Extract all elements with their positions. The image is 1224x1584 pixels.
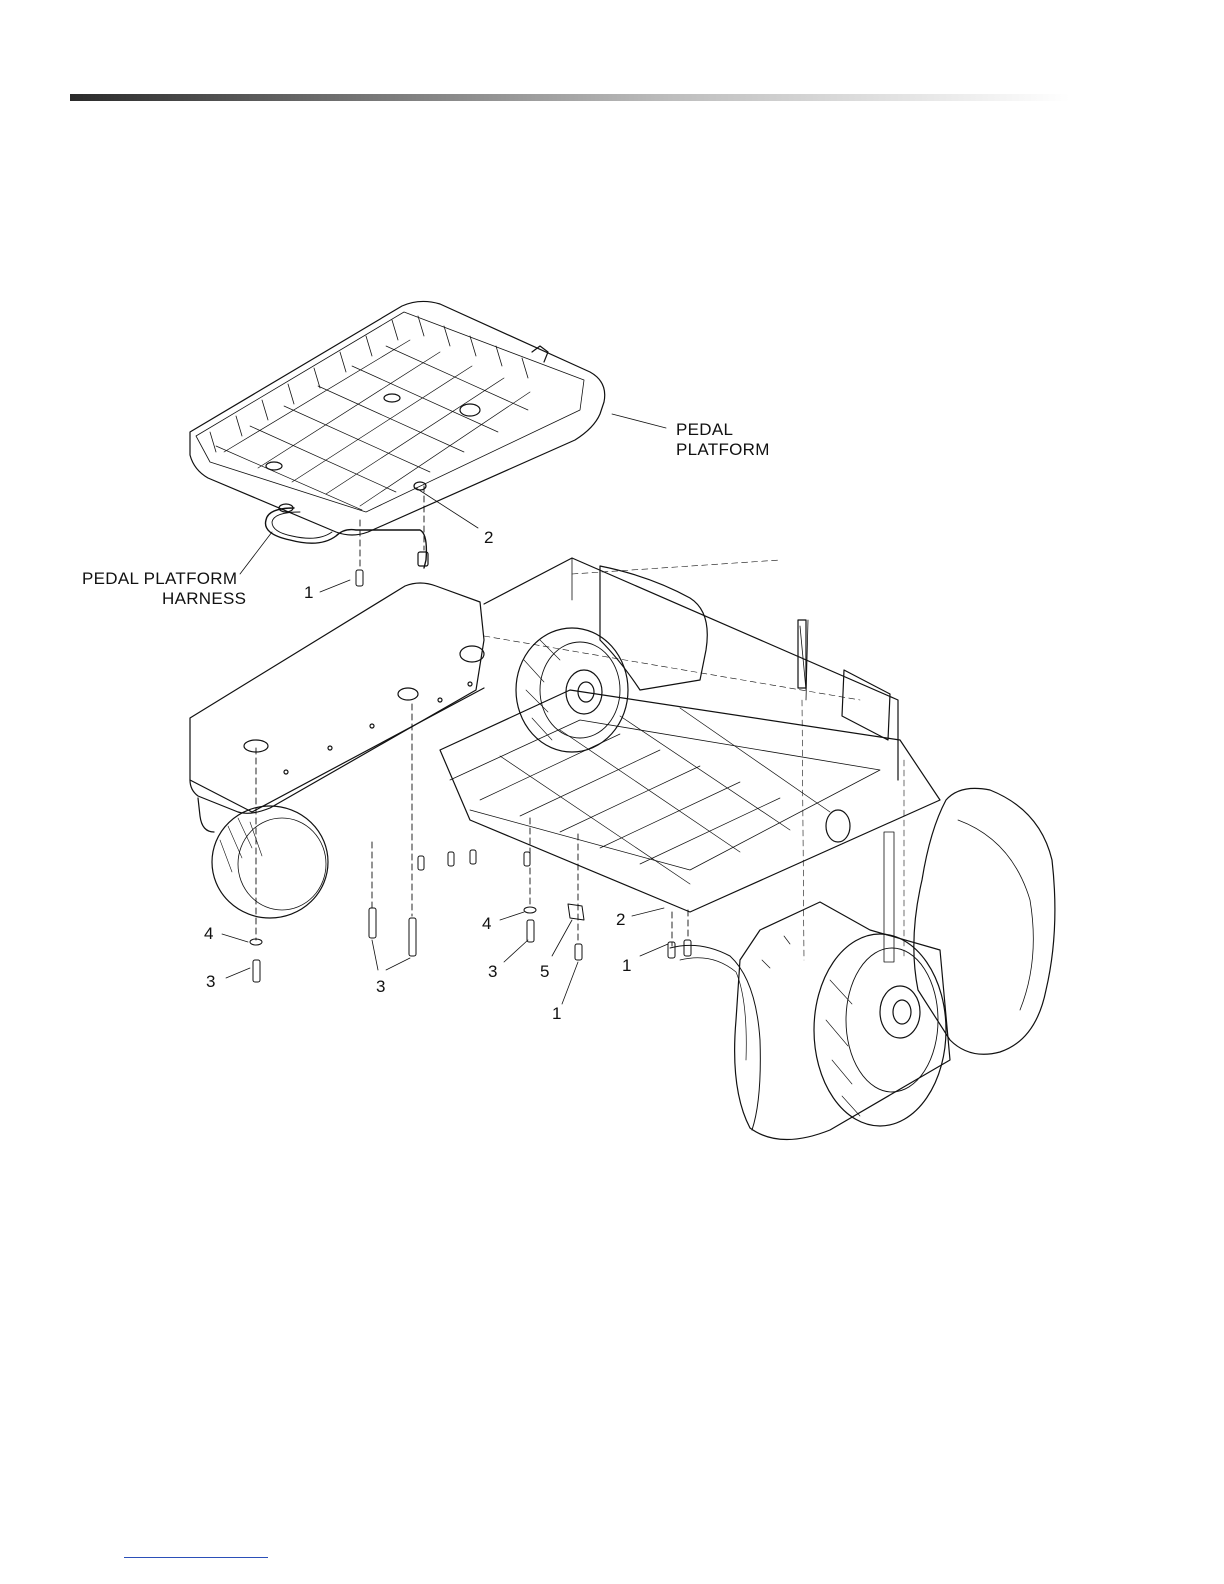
callout-left-4: 4 (204, 924, 213, 943)
callout-center-1: 1 (552, 1004, 561, 1023)
harness-label-line2: HARNESS (162, 589, 246, 608)
callout-center-5: 5 (540, 962, 549, 981)
screw-right-1b (684, 940, 691, 956)
screw-left-3 (253, 960, 260, 982)
callout-mid-3: 3 (376, 977, 385, 996)
pedal-platform-label-line2: PLATFORM (676, 440, 770, 459)
alignment-lines (256, 486, 904, 960)
callout-left-3: 3 (206, 972, 215, 991)
screw-mid-3b (409, 918, 416, 956)
screw-mid-3a (369, 908, 376, 938)
pedal-platform-part (190, 301, 605, 568)
callout-right-2: 2 (616, 910, 625, 929)
base-frame-assembly (190, 558, 1055, 1140)
screw-top-1 (356, 570, 363, 586)
footer-link-underline (124, 1557, 268, 1558)
callout-center-3: 3 (488, 962, 497, 981)
harness-label-line1: PEDAL PLATFORM (82, 569, 237, 588)
washer-center-4 (524, 907, 536, 913)
screw-center-3 (527, 920, 534, 942)
spacer-center-5 (568, 904, 584, 920)
callout-right-1: 1 (622, 956, 631, 975)
callout-top-2: 2 (484, 528, 493, 547)
screw-right-1a (668, 942, 675, 958)
callout-center-4: 4 (482, 914, 491, 933)
pedal-platform-label-line1: PEDAL (676, 420, 733, 439)
callout-top-1: 1 (304, 583, 313, 602)
screw-center-1 (575, 944, 582, 960)
